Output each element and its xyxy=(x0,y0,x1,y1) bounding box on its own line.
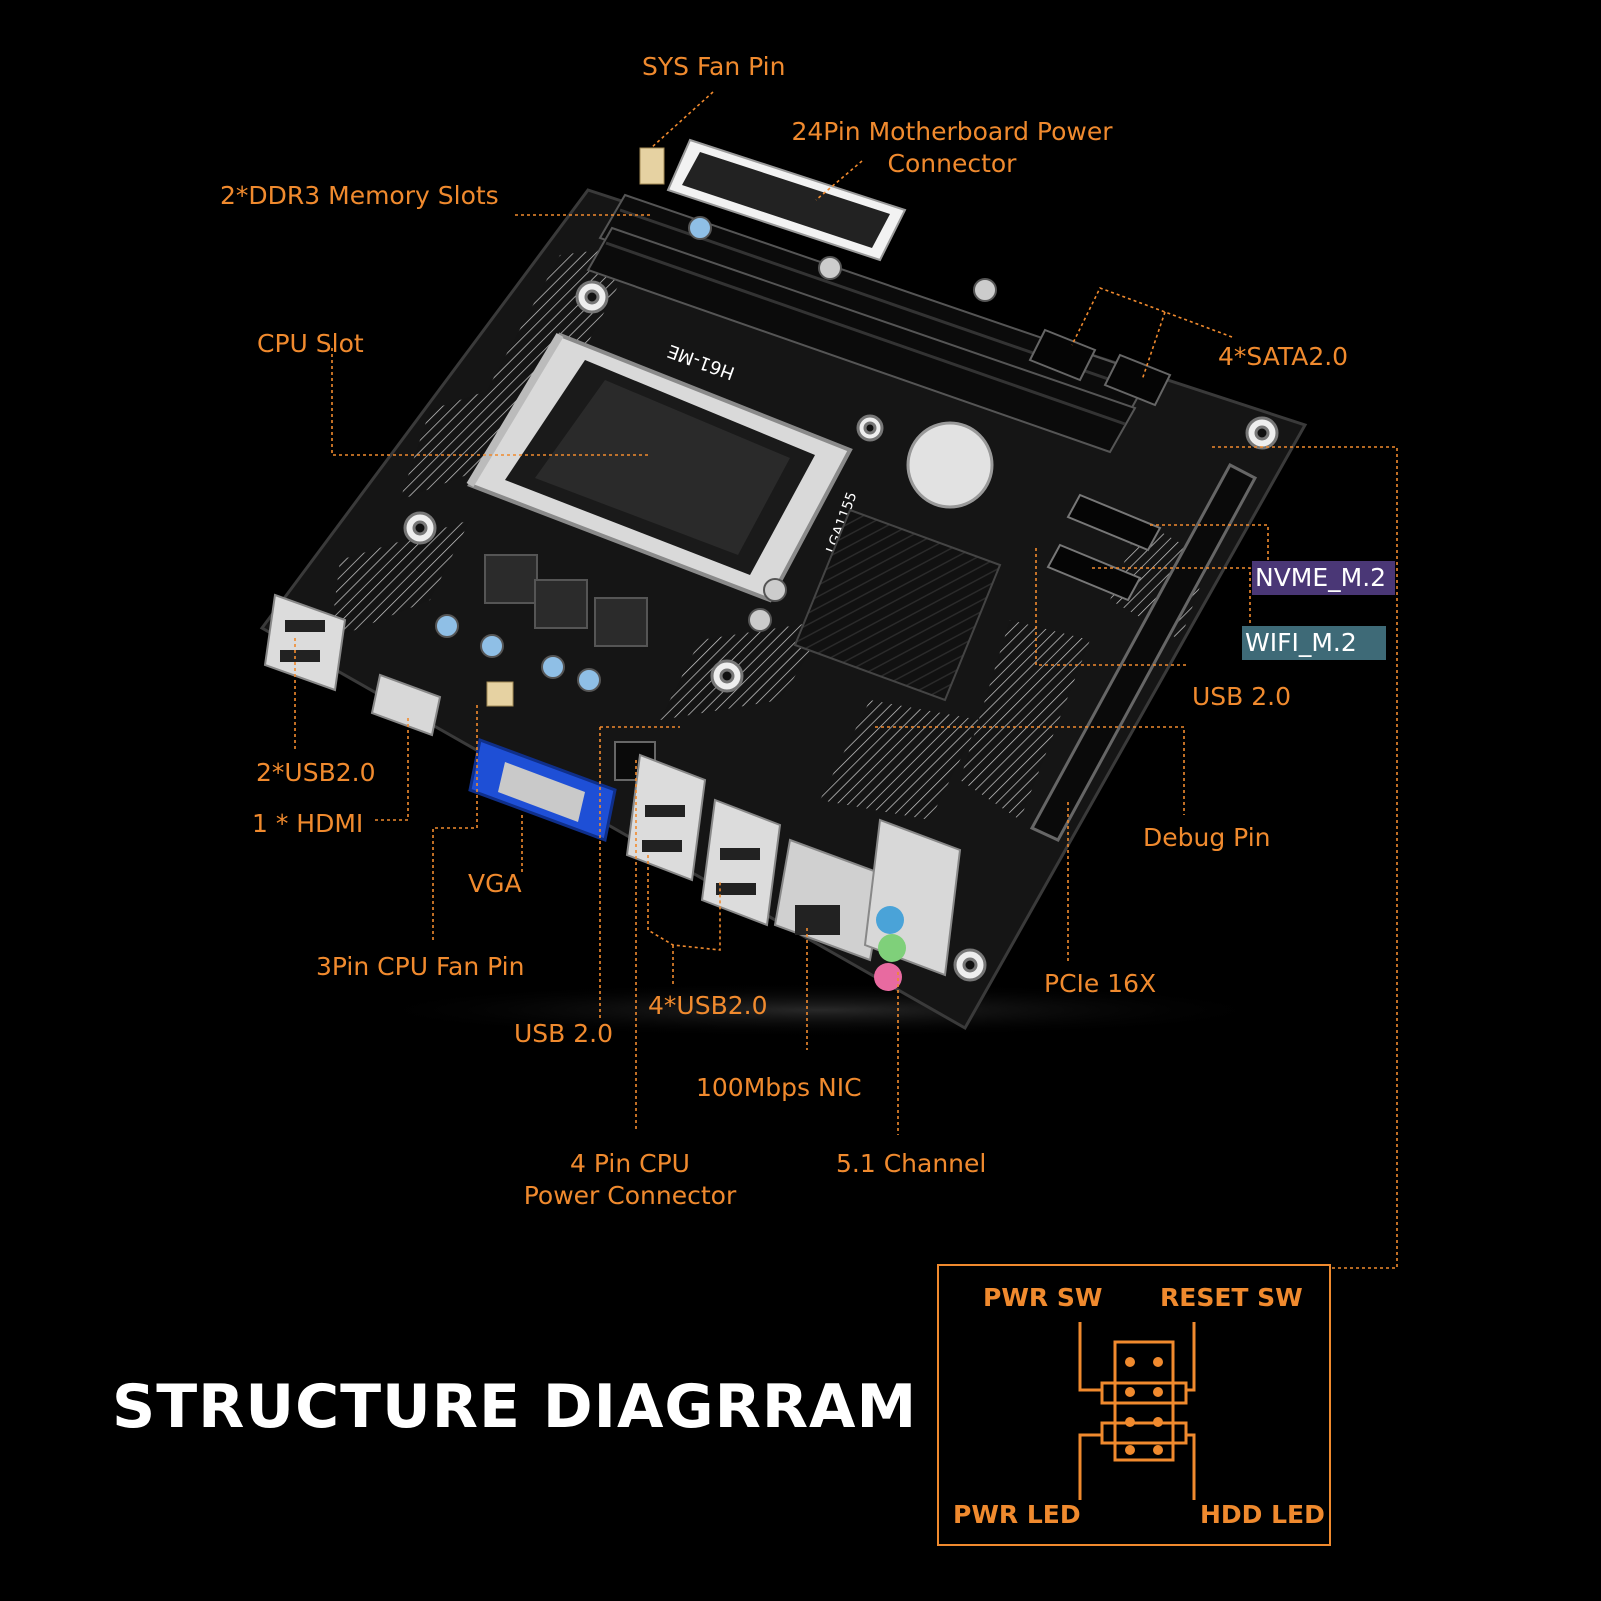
ddr3-slots xyxy=(586,193,1152,454)
label-2usb: 2*USB2.0 xyxy=(256,758,376,787)
line-sys-fan xyxy=(650,91,714,149)
stripe xyxy=(400,380,520,500)
sata-ports xyxy=(1028,328,1172,407)
cpu-socket: H61-ME LGA1155 xyxy=(466,332,860,603)
label-cpu-fan-pin: 3Pin CPU Fan Pin xyxy=(316,952,525,981)
line-usb-right xyxy=(1035,548,1188,666)
front-panel-box xyxy=(937,1264,1331,1546)
label-hdmi: 1 * HDMI xyxy=(252,809,364,838)
stripe xyxy=(660,620,830,720)
label-cpu-slot: CPU Slot xyxy=(257,329,364,358)
stripe xyxy=(960,620,1090,820)
label-sata: 4*SATA2.0 xyxy=(1218,342,1349,371)
vga-port xyxy=(468,737,617,843)
audio-jacks xyxy=(863,818,962,991)
diagram-title: STRUCTURE DIAGRRAM xyxy=(112,1372,918,1442)
chipset-heatsink xyxy=(793,508,1002,702)
floor-reflection xyxy=(350,982,1290,1038)
line-frontpanel xyxy=(1212,446,1398,1269)
label-pwr-sw: PWR SW xyxy=(983,1283,1103,1312)
label-audio: 5.1 Channel xyxy=(836,1149,987,1178)
label-pwr-led: PWR LED xyxy=(953,1500,1081,1529)
label-24pin-power-line2: Connector xyxy=(887,149,1017,178)
label-cpu-power-line1: 4 Pin CPU xyxy=(570,1149,690,1178)
label-hdd-led: HDD LED xyxy=(1200,1500,1325,1529)
sys-fan-header xyxy=(639,147,665,185)
label-sys-fan-pin: SYS Fan Pin xyxy=(642,52,786,81)
rear-usb-stacks-middle xyxy=(625,753,782,927)
rear-usb-stack-left xyxy=(263,593,347,692)
label-pcie-16x: PCIe 16X xyxy=(1044,969,1157,998)
mounting-holes xyxy=(403,280,1279,982)
pcie-x16-slot xyxy=(1029,462,1258,842)
label-vga: VGA xyxy=(468,869,522,898)
stripe xyxy=(820,700,980,820)
label-cpu-power: 4 Pin CPU Power Connector xyxy=(500,1148,760,1212)
stripe xyxy=(330,520,470,640)
label-reset-sw: RESET SW xyxy=(1160,1283,1303,1312)
capacitors xyxy=(435,216,997,692)
line-wifi xyxy=(1092,567,1251,626)
rj45-opening xyxy=(795,905,840,935)
hdmi-port xyxy=(370,673,442,737)
cpu-fan-header xyxy=(486,681,514,707)
label-debug-pin: Debug Pin xyxy=(1143,823,1271,852)
label-usb-right: USB 2.0 xyxy=(1192,682,1292,711)
label-nvme-m2: NVME_M.2 xyxy=(1252,561,1395,595)
label-ddr3-slots: 2*DDR3 Memory Slots xyxy=(220,181,499,210)
cmos-battery xyxy=(906,421,994,509)
label-4usb: 4*USB2.0 xyxy=(648,991,768,1020)
line-hdmi xyxy=(372,718,409,821)
line-cpu-fan xyxy=(432,705,478,940)
label-24pin-power: 24Pin Motherboard Power Connector xyxy=(772,116,1132,180)
line-cpu-slot xyxy=(331,348,650,456)
vrm-chokes xyxy=(484,554,648,647)
label-cpu-power-line2: Power Connector xyxy=(523,1181,737,1210)
label-usb-bottom: USB 2.0 xyxy=(514,1019,614,1048)
label-wifi-m2: WIFI_M.2 xyxy=(1242,626,1386,660)
atx-24pin-connector xyxy=(666,138,907,262)
line-24pin xyxy=(815,160,863,201)
label-nic: 100Mbps NIC xyxy=(696,1073,862,1102)
front-panel-pins xyxy=(1125,1357,1163,1455)
line-debug xyxy=(875,726,1185,815)
m2-slots xyxy=(1046,493,1162,602)
front-panel-pin-header xyxy=(1078,1322,1196,1500)
label-24pin-power-line1: 24Pin Motherboard Power xyxy=(791,117,1113,146)
